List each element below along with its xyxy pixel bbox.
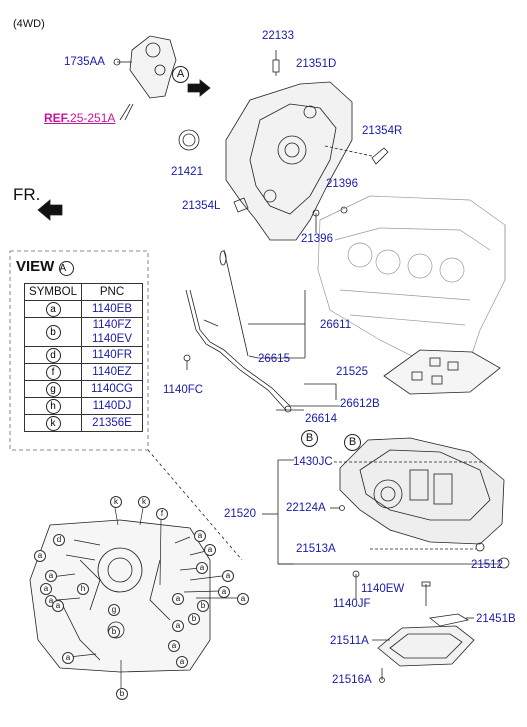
pnc-cell: 1140FR — [81, 346, 143, 364]
symbol-cell: f — [24, 363, 82, 381]
symbol-row: b 1140FZ 1140EV — [24, 317, 143, 347]
view-marker-a: a — [218, 586, 230, 598]
part-26612B: 26612B — [340, 398, 380, 410]
view-marker-b: b — [108, 626, 120, 638]
view-marker-a: a — [204, 544, 216, 556]
pnc-cell: 1140DJ — [81, 397, 143, 415]
view-marker-b: b — [188, 613, 200, 625]
view-marker-a: a — [168, 640, 180, 652]
symbol-circle: a — [45, 301, 61, 317]
front-label: FR. — [13, 185, 41, 204]
view-marker-a: a — [62, 652, 74, 664]
view-marker-h: h — [77, 583, 89, 595]
part-1735AA: 1735AA — [64, 56, 105, 68]
symbol-cell: h — [24, 397, 82, 415]
symbol-circle: b — [45, 324, 61, 340]
view-marker-k: k — [138, 496, 150, 508]
pnc-cell: 1140FZ 1140EV — [81, 317, 143, 347]
symbol-circle: f — [45, 364, 61, 380]
symbol-circle: d — [45, 347, 61, 363]
callout-B-pan: B — [344, 434, 361, 451]
symbol-cell: d — [24, 346, 82, 364]
part-26615: 26615 — [258, 353, 290, 365]
part-1430JC: 1430JC — [293, 456, 333, 468]
view-marker-a: a — [237, 593, 249, 605]
part-21513A: 21513A — [296, 543, 336, 555]
pnc-cell: 1140EB — [81, 300, 143, 318]
symbol-row: f 1140EZ — [24, 363, 143, 381]
part-21451B: 21451B — [476, 613, 516, 625]
view-marker-a: a — [52, 600, 64, 612]
view-marker-a: a — [45, 570, 57, 582]
view-marker-b: b — [116, 688, 128, 700]
view-marker-b: b — [197, 600, 209, 612]
view-marker-a: a — [172, 620, 184, 632]
view-marker-a: a — [196, 562, 208, 574]
part-21520: 21520 — [224, 508, 256, 520]
view-marker-a: a — [172, 593, 184, 605]
callout-A: A — [172, 66, 189, 83]
ref-link[interactable]: REF.25-251A — [44, 112, 115, 124]
view-marker-a: a — [40, 583, 52, 595]
pnc-cell: 1140EZ — [81, 363, 143, 381]
part-21396-lower: 21396 — [301, 233, 333, 245]
symbol-cell: a — [24, 300, 82, 318]
view-marker-d: d — [53, 534, 65, 546]
callout-B-tube: B — [301, 430, 318, 447]
view-title-text: VIEW — [16, 258, 55, 275]
part-26614: 26614 — [305, 413, 337, 425]
part-1140FC: 1140FC — [163, 384, 204, 396]
view-marker-f: f — [156, 508, 168, 520]
symbol-header: SYMBOL — [24, 283, 82, 301]
part-21516A: 21516A — [332, 674, 372, 686]
view-marker: A — [58, 261, 74, 276]
part-21354R: 21354R — [362, 125, 403, 137]
symbol-row: g 1140CG — [24, 380, 143, 398]
symbol-row: k 21356E — [24, 414, 143, 432]
symbol-cell: b — [24, 317, 82, 347]
part-21396-upper: 21396 — [326, 178, 358, 190]
variant-label: (4WD) — [13, 18, 45, 30]
part-1140JF: 1140JF — [333, 598, 371, 610]
part-22124A: 22124A — [286, 502, 326, 514]
part-22133: 22133 — [262, 30, 294, 42]
part-21511A: 21511A — [330, 635, 369, 647]
symbol-circle: k — [45, 415, 61, 431]
symbol-row: d 1140FR — [24, 346, 143, 364]
pnc-header: PNC — [81, 283, 143, 301]
symbol-circle: g — [45, 381, 61, 397]
view-title: VIEW A — [16, 258, 74, 276]
ref-prefix: REF. — [44, 111, 71, 125]
view-marker-k: k — [110, 496, 122, 508]
ref-code: 25-251A — [70, 111, 116, 125]
part-21354L: 21354L — [182, 200, 221, 212]
symbol-row: h 1140DJ — [24, 397, 143, 415]
part-21525: 21525 — [336, 366, 368, 378]
symbol-cell: k — [24, 414, 82, 432]
part-21351D: 21351D — [296, 58, 337, 70]
view-marker-g: g — [108, 604, 120, 616]
symbol-row: a 1140EB — [24, 300, 143, 318]
part-26611: 26611 — [320, 319, 352, 331]
pnc-cell: 1140CG — [81, 380, 143, 398]
symbol-cell: g — [24, 380, 82, 398]
part-21512: 21512 — [471, 559, 503, 571]
part-1140EW: 1140EW — [361, 583, 405, 595]
part-21421: 21421 — [171, 166, 203, 178]
view-marker-a: a — [176, 656, 188, 668]
pnc-cell: 21356E — [81, 414, 143, 432]
view-marker-a: a — [34, 550, 46, 562]
symbol-circle: h — [45, 398, 61, 414]
view-marker-a: a — [194, 530, 206, 542]
view-marker-a: a — [222, 570, 234, 582]
